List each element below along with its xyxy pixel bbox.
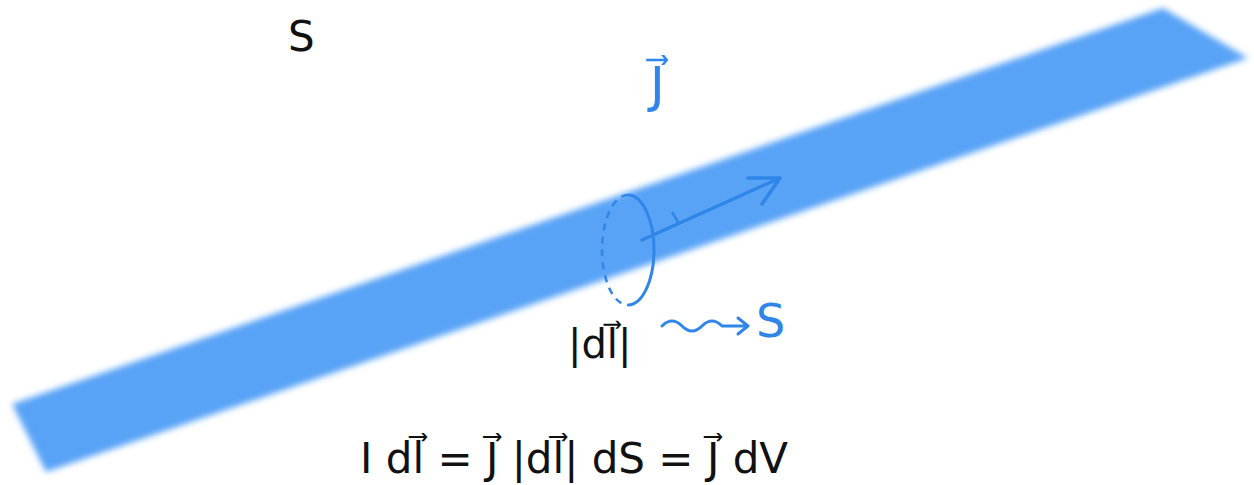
symbol-label: S (756, 296, 785, 347)
symbol-label: S (288, 14, 315, 60)
symbol-label: |dl⃗| (568, 322, 631, 366)
symbol-label: J⃗ (650, 58, 665, 113)
tick-mark (672, 212, 678, 222)
current-density-arrow (642, 178, 780, 240)
current-wire (12, 8, 1248, 472)
squiggle-arrow (662, 318, 748, 334)
cross-section-back (602, 195, 628, 305)
equation: I dl⃗ = J⃗ |dl⃗| dS = J⃗ dV (360, 436, 788, 482)
cross-section-front (628, 195, 654, 305)
